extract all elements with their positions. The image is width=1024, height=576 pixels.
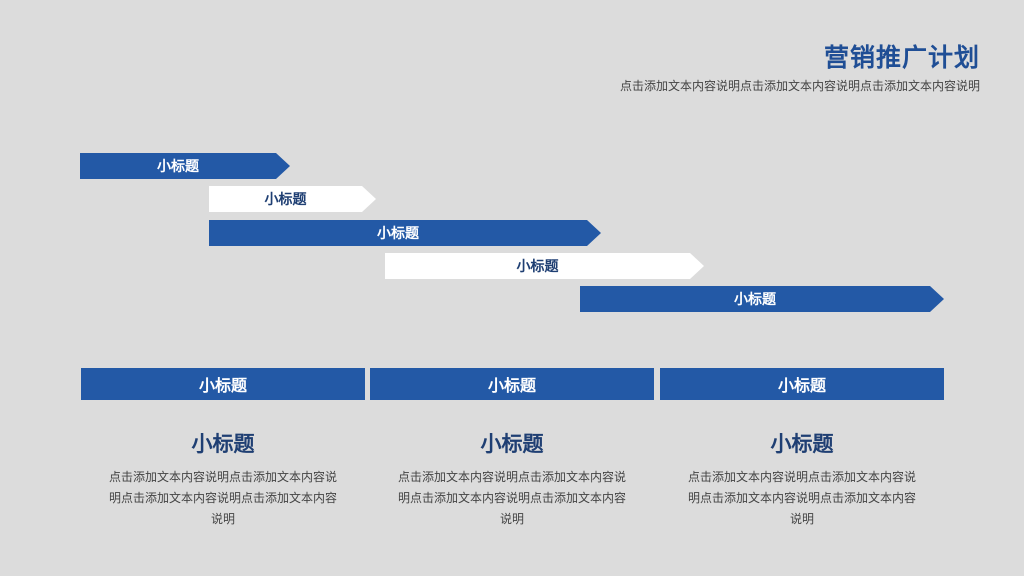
column-1-header: 小标题 [81,368,365,400]
column-3-title: 小标题 [770,432,834,456]
column-3-header: 小标题 [660,368,944,400]
column-1-text: 点击添加文本内容说明点击添加文本内容说明点击添加文本内容说明点击添加文本内容说明 [109,470,338,526]
column-1-title: 小标题 [191,432,255,456]
column-2-header: 小标题 [370,368,654,400]
page-subtitle: 点击添加文本内容说明点击添加文本内容说明点击添加文本内容说明 [619,79,980,93]
timeline-arrow-2: 小标题 [209,186,376,212]
timeline-arrow-3: 小标题 [209,220,601,246]
timeline-arrow-5: 小标题 [580,286,944,312]
timeline-arrow-1: 小标题 [80,153,290,179]
column-2-title: 小标题 [480,432,544,456]
column-2-text: 点击添加文本内容说明点击添加文本内容说明点击添加文本内容说明点击添加文本内容说明 [398,470,627,526]
column-3-text: 点击添加文本内容说明点击添加文本内容说明点击添加文本内容说明点击添加文本内容说明 [688,470,917,526]
timeline-arrow-4: 小标题 [385,253,704,279]
page-title: 营销推广计划 [823,43,980,72]
